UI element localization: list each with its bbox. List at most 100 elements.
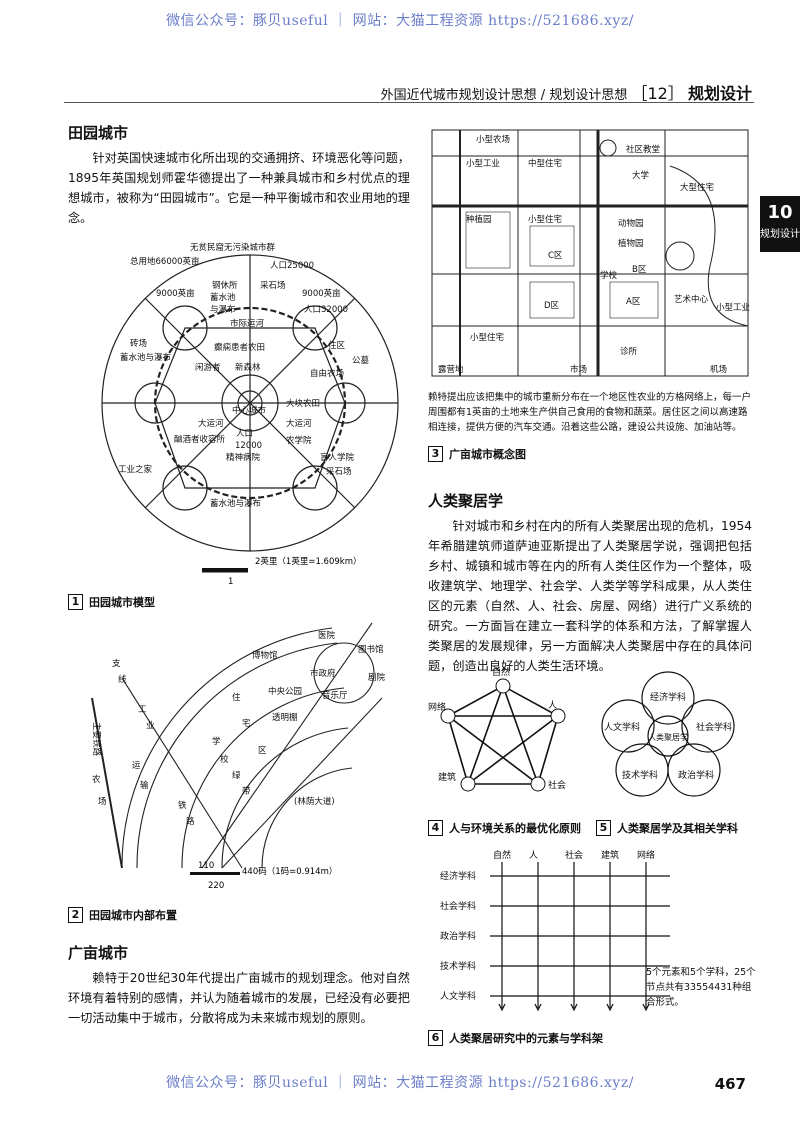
garden-city-model-diagram: 无贫民窟无污染城市群 总用地66000英亩 人口25000 9000英亩 900… [101, 242, 399, 587]
fig1-label: 9000英亩 [302, 288, 341, 299]
fig6-arrow [606, 1003, 614, 1012]
watermark-bottom: 微信公众号：豚贝useful ｜ 网站：大猫工程资源 https://52168… [166, 1075, 634, 1091]
fig1-label: 人口32000 [304, 305, 348, 315]
fig2-label: 农 [92, 774, 101, 785]
fig1-label: 大运河 [286, 418, 312, 429]
fig3-label: 市场 [570, 364, 587, 375]
fig2-label: 支 [112, 658, 121, 669]
fig6-arrow [642, 1003, 650, 1012]
fig3-label: 小型工业 [466, 158, 500, 169]
fig1-label: 住区 [328, 340, 346, 351]
fig4-node-society: 社会 [548, 779, 566, 791]
fig1-label: 12000 [235, 441, 262, 451]
fig2-label: 博物馆 [252, 650, 278, 661]
fig4-node-nature: 自然 [492, 666, 510, 678]
fig6-caption-num: 6 [428, 1030, 443, 1046]
fig3-label: A区 [626, 297, 641, 307]
fig2-scale-a: 110 [198, 861, 214, 871]
fig4-caption-num: 4 [428, 820, 443, 836]
fig3-label: C区 [548, 251, 563, 261]
fig6-caption: 6 人类聚居研究中的元素与学科架 [428, 1030, 603, 1046]
elements-disciplines-grid: 经济学科社会学科政治学科技术学科人文学科自然人社会建筑网络 [440, 849, 670, 1012]
garden-city-paragraph: 针对英国快速城市化所出现的交通拥挤、环境恶化等问题，1895年英国规划师霍华德提… [68, 151, 410, 225]
page-number: 467 [714, 1075, 746, 1093]
fig6-arrow [498, 1003, 506, 1012]
fig1-label: 农学院 [286, 435, 312, 446]
fig2-label: 校 [220, 754, 229, 765]
human-environment-pentagon: 自然 人 社会 建筑 网络 [428, 666, 566, 792]
fig5-circle: 人文学科 [604, 721, 640, 733]
fig6-column-label: 网络 [637, 849, 655, 861]
fig2-label: 路 [186, 816, 195, 827]
fig1-caption-text: 田园城市模型 [89, 596, 155, 609]
fig6-column-label: 建筑 [601, 849, 619, 861]
fig2-label: 宅 [242, 718, 251, 729]
fig3-label: 小型住宅 [528, 214, 562, 225]
fig3-label: 动物园 [618, 218, 644, 229]
fig1-caption-num: 1 [68, 594, 83, 610]
fig5-circle: 社会学科 [696, 721, 732, 733]
fig3-label: 小型工业 [716, 302, 750, 313]
fig2-label: 场 [98, 797, 107, 807]
fig2-caption-num: 2 [68, 907, 83, 923]
fig4-node-network: 网络 [428, 701, 446, 713]
fig1-label: 蓄水池与瀑布 [210, 498, 261, 509]
fig4-node-building: 建筑 [438, 771, 456, 783]
fig3-caption-text: 广亩城市概念图 [449, 448, 526, 461]
fig3-label: 小型农场 [476, 134, 510, 145]
fig1-label: 盲人学院 [320, 452, 355, 463]
fig6-row-label: 政治学科 [440, 930, 476, 942]
garden-city-layout-diagram: 博物馆 医院 图书馆 市政府 剧院 中央公园 音乐厅 透明棚 (林荫大道) 住 … [91, 622, 386, 891]
fig3-caption: 3 广亩城市概念图 [428, 446, 526, 462]
fig3-label: 植物园 [618, 238, 644, 249]
fig6-arrow [534, 1003, 542, 1012]
fig2-label: 区 [258, 746, 267, 756]
fig2-scale-bar: 110 440码（1码=0.914m） 220 [190, 861, 337, 891]
fig2-label: 带 [242, 787, 251, 797]
fig6-column-label: 社会 [565, 849, 583, 861]
fig1-label: 酗酒者收容所 [174, 434, 226, 445]
fig2-label: 线 [118, 674, 127, 685]
fig2-label: 主要铁路 [91, 722, 102, 757]
fig1-scale-tick: 1 [228, 577, 233, 587]
fig6-row-label: 经济学科 [440, 870, 476, 882]
fig1-label: 自由农场 [310, 368, 344, 379]
fig4-caption-text: 人与环境关系的最优化原则 [449, 822, 581, 835]
header-section: 规划设计 [687, 84, 752, 103]
broadacre-city-concept-map: 小型农场 小型工业 中型住宅 社区教堂 大学 大型住宅 种植园 小型住宅 动物园… [431, 129, 750, 377]
fig5-circle: 技术学科 [622, 769, 658, 781]
fig1-label: 蓄水池与瀑布 [120, 352, 171, 363]
chapter-tab: 10 规划设计 [760, 196, 800, 252]
fig2-label: 中央公园 [268, 686, 302, 697]
fig2-label: 剧院 [368, 672, 386, 683]
fig5-caption: 5 人类聚居学及其相关学科 [596, 820, 738, 836]
fig3-label: 机场 [710, 364, 727, 375]
fig2-label: 工 [138, 705, 147, 715]
fig2-label: 图书馆 [358, 644, 384, 655]
fig6-arrow [570, 1003, 578, 1012]
fig2-label: 输 [140, 780, 149, 791]
fig1-label: 癫痫患者农田 [214, 342, 265, 353]
fig1-label: 总用地66000英亩 [130, 256, 200, 267]
fig1-label: 大块农田 [286, 398, 320, 409]
fig1-label: 人口 [236, 429, 253, 439]
running-header: 外国近代城市规划设计思想 / 规划设计思想 ［12］ 规划设计 [381, 80, 752, 104]
fig2-label: 透明棚 [272, 712, 298, 723]
header-path: 外国近代城市规划设计思想 / 规划设计思想 [380, 88, 628, 103]
chapter-tab-number: 10 [767, 202, 793, 223]
ekistics-title: 人类聚居学 [428, 492, 504, 510]
fig5-center: 人类聚居学 [648, 732, 688, 742]
fig3-note: 赖特提出应该把集中的城市重新分布在一个地区性农业的方格网络上，每一户周围都有1英… [428, 392, 752, 433]
fig1-label: 新森林 [235, 362, 261, 373]
fig2-label: 医院 [318, 630, 336, 641]
fig6-note: 5个元素和5个学科，25个节点共有33554431种组合形式。 [646, 967, 756, 1008]
fig6-row-label: 人文学科 [440, 990, 476, 1002]
fig2-label: 市政府 [310, 668, 336, 679]
fig2-label: 绿 [232, 770, 241, 781]
fig3-label: B区 [632, 265, 647, 275]
fig3-label: 社区教堂 [626, 144, 660, 155]
watermark-top: 微信公众号：豚贝useful ｜ 网站：大猫工程资源 https://52168… [166, 13, 634, 29]
fig3-label: 露营地 [438, 364, 464, 375]
fig6-row-label: 技术学科 [440, 960, 476, 972]
fig2-label: (林荫大道) [294, 796, 335, 807]
